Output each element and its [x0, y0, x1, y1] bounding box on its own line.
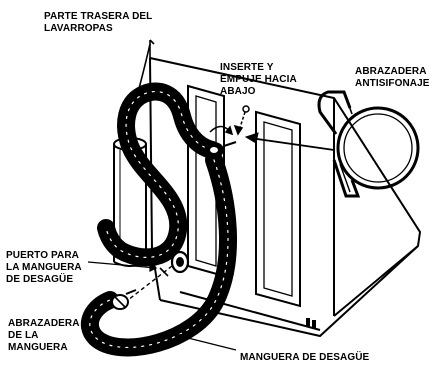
label-hoseclamp-line3: MANGUERA: [8, 342, 80, 354]
label-insert-push: INSERTE Y EMPUJE HACIA ABAJO: [220, 62, 297, 98]
label-drain-port: PUERTO PARA LA MANGUERA DE DESAGÜE: [6, 250, 82, 286]
label-rear-line2: LAVARROPAS: [44, 23, 152, 35]
label-anti-siphon-clamp: ABRAZADERA ANTISIFONAJE: [355, 66, 430, 90]
label-clamp-line1: ABRAZADERA: [355, 66, 430, 78]
label-drain-hose: MANGUERA DE DESAGÜE: [240, 352, 369, 364]
label-hose-clamp: ABRAZADERA DE LA MANGUERA: [8, 318, 80, 354]
label-rear-line1: PARTE TRASERA DEL: [44, 11, 152, 23]
back-panel-slots: [188, 86, 300, 306]
label-clamp-line2: ANTISIFONAJE: [355, 78, 430, 90]
label-insert-line2: EMPUJE HACIA: [220, 74, 297, 86]
label-port-line2: LA MANGUERA: [6, 262, 82, 274]
hose-connector: [204, 142, 236, 158]
label-hoseclamp-line2: DE LA: [8, 330, 80, 342]
drain-hose: [90, 92, 228, 348]
label-insert-line1: INSERTE Y: [220, 62, 297, 74]
label-hoseclamp-line1: ABRAZADERA: [8, 318, 80, 330]
label-port-line3: DE DESAGÜE: [6, 274, 82, 286]
clamp-pointer: [246, 133, 334, 150]
label-port-line1: PUERTO PARA: [6, 250, 82, 262]
label-insert-line3: ABAJO: [220, 86, 297, 98]
hose-clamp: [112, 290, 136, 309]
label-drainhose-text: MANGUERA DE DESAGÜE: [240, 352, 369, 364]
label-rear-of-washer: PARTE TRASERA DEL LAVARROPAS: [44, 11, 152, 35]
